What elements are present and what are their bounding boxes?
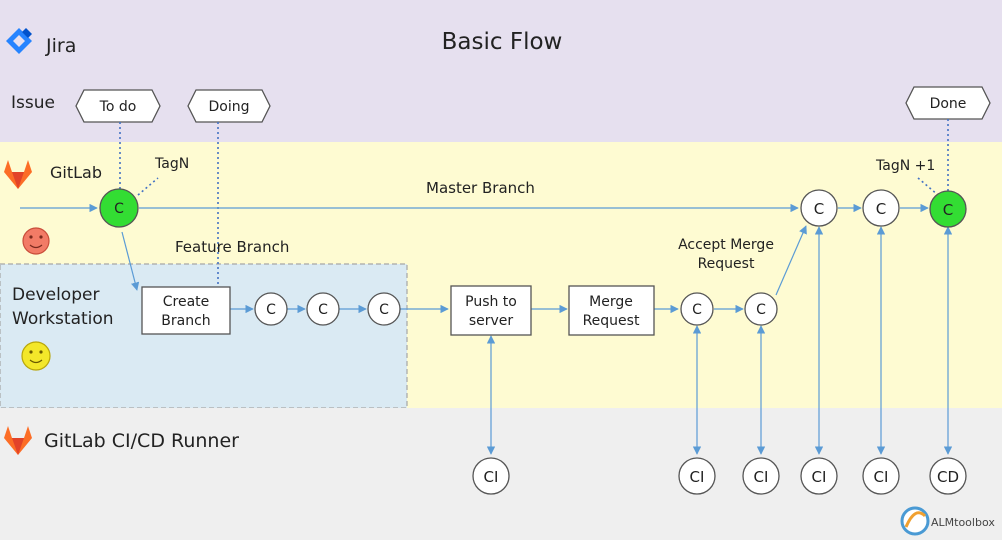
svg-text:C: C [379,302,389,318]
issue-state-doing: Doing [187,89,271,123]
developer-smiley-icon [21,341,51,371]
gitlab-logo-icon [4,160,32,189]
jira-lane [0,0,1002,142]
cd-node: CD [929,457,967,495]
svg-text:Create: Create [163,294,210,310]
runner-label: GitLab CI/CD Runner [44,430,239,452]
issue-state-done-label: Done [930,96,967,112]
merge-request-box: Merge Request [568,285,655,336]
commit-node-mr-2: C [744,292,778,326]
commit-node-tagn: C [99,188,139,228]
issue-state-doing-label: Doing [209,99,250,115]
svg-text:server: server [469,313,514,329]
gitlab-user-smiley-icon [22,227,50,255]
push-to-server-box: Push to server [450,285,532,336]
ci-node-master-1: CI [800,457,838,495]
svg-text:Merge: Merge [589,294,633,310]
svg-text:CI: CI [812,468,827,486]
svg-text:Push to: Push to [465,294,517,310]
ci-node-master-2: CI [862,457,900,495]
developer-label-line2: Workstation [12,309,114,329]
commit-node-master-1: C [800,189,838,227]
commit-node-master-2: C [862,189,900,227]
accept-merge-label-line1: Accept Merge [678,237,774,253]
jira-logo-icon [6,28,32,54]
svg-text:C: C [814,200,824,218]
issue-state-done: Done [905,86,991,120]
svg-text:C: C [876,200,886,218]
issue-label: Issue [11,93,55,113]
svg-text:Branch: Branch [161,313,210,329]
svg-text:C: C [318,302,328,318]
jira-label: Jira [45,35,76,57]
commit-node-feature-3: C [367,292,401,326]
svg-text:C: C [692,302,702,318]
ci-node-push: CI [472,457,510,495]
feature-branch-label: Feature Branch [175,238,289,256]
tagn-plus-label: TagN +1 [875,158,935,174]
commit-node-mr-1: C [680,292,714,326]
svg-text:C: C [114,201,124,217]
commit-node-feature-1: C [254,292,288,326]
svg-text:Request: Request [583,313,640,329]
create-branch-box: Create Branch [141,286,231,335]
almtoolbox-watermark: ALMtoolbox [931,516,995,529]
tagn-plus-link [917,177,939,196]
svg-text:CD: CD [937,468,959,486]
commit-node-feature-2: C [306,292,340,326]
svg-text:C: C [756,302,766,318]
svg-text:CI: CI [754,468,769,486]
developer-label-line1: Developer [12,285,99,305]
svg-text:CI: CI [874,468,889,486]
accept-merge-label-line2: Request [698,256,755,272]
gitlab-label: GitLab [50,163,102,182]
ci-node-mr-2: CI [742,457,780,495]
svg-text:CI: CI [690,468,705,486]
flow-arrows [20,203,953,455]
issue-state-todo-label: To do [99,99,137,115]
svg-text:CI: CI [484,468,499,486]
svg-text:C: C [266,302,276,318]
commit-node-tagn-plus: C [929,190,967,228]
issue-state-todo: To do [75,89,161,123]
tagn-label: TagN [154,156,189,172]
runner-gitlab-logo-icon [4,426,32,455]
almtoolbox-logo-icon [900,506,930,536]
svg-text:C: C [943,201,953,219]
tagn-link [137,177,159,196]
diagram-title: Basic Flow [442,29,563,55]
ci-node-mr-1: CI [678,457,716,495]
master-branch-label: Master Branch [426,179,535,197]
